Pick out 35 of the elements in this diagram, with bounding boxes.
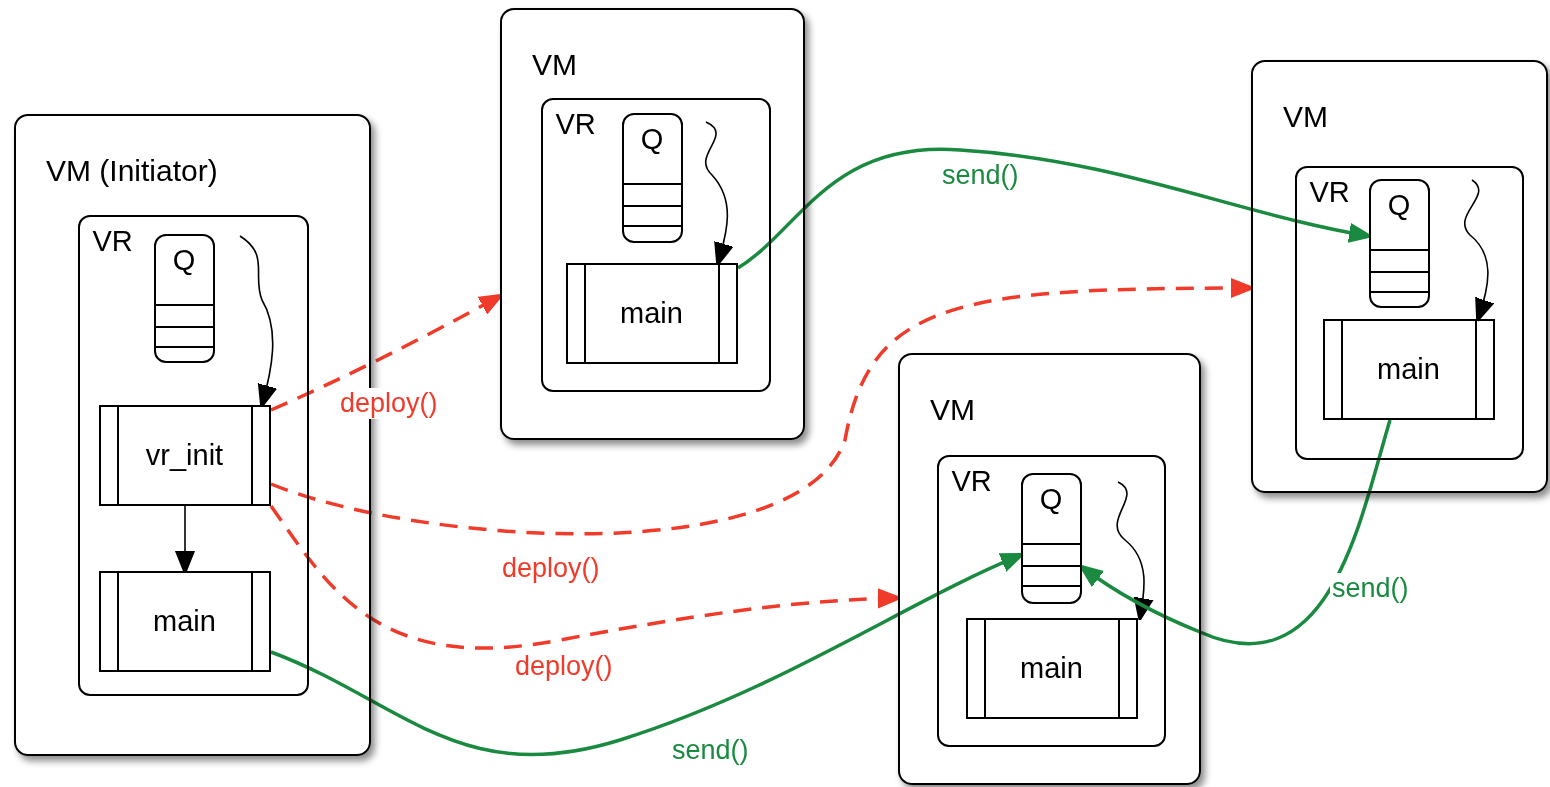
process-box [1322,318,1495,420]
vr-box [77,214,309,696]
vr-box [540,97,771,392]
process-label: main [1019,651,1084,685]
vm-title: VM (Initiator) [46,154,218,188]
vm-box [898,353,1201,785]
process-label: vr_init [144,438,225,472]
process-box [98,570,271,672]
vr-label: VR [951,464,992,498]
queue-label: Q [1038,482,1064,516]
vr-label: VR [92,224,133,258]
process-label: main [152,604,217,638]
vr-label: VR [555,107,596,141]
vm-title: VM [1283,100,1328,134]
queue-shape [1020,472,1082,604]
vm-title: VM [532,48,577,82]
thread-arrow [1116,481,1154,622]
vm-box [1251,60,1548,493]
queue-label: Q [639,122,665,156]
vr-box [1294,165,1524,460]
vm-box [500,8,805,440]
vr-box [936,454,1166,747]
vr-label: VR [1309,175,1350,209]
queue-label: Q [1386,188,1412,222]
vm-title: VM [930,393,975,427]
process-label: main [1376,352,1441,386]
queue-shape [1368,178,1430,308]
process-box [965,617,1138,719]
queue-shape [153,233,215,363]
process-box [565,262,738,364]
queue-shape [621,112,683,243]
process-box [98,404,271,506]
queue-label: Q [171,243,197,277]
process-label: main [619,296,684,330]
arrow [1079,419,1392,646]
